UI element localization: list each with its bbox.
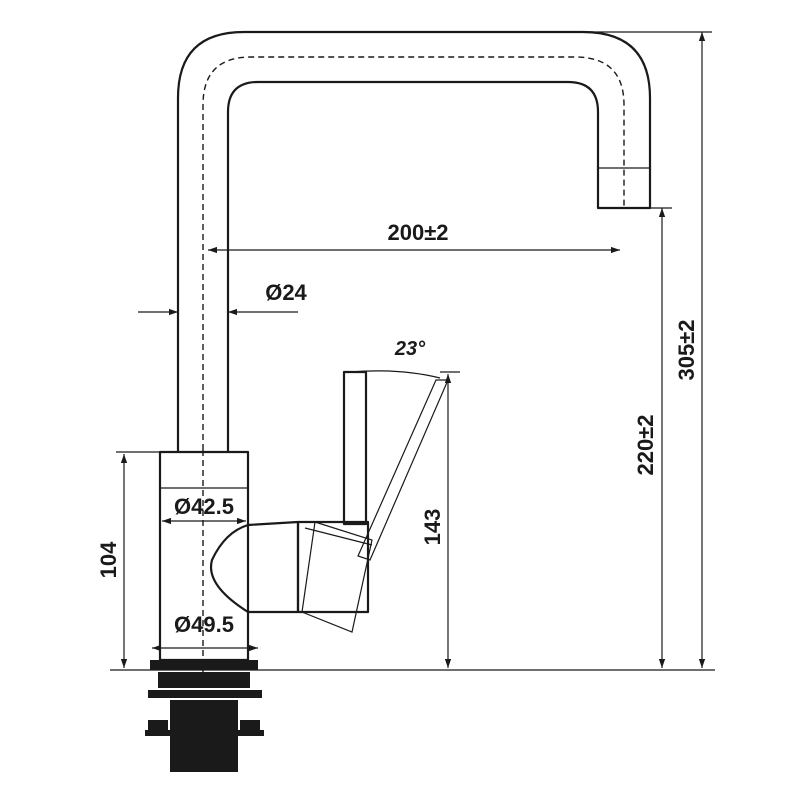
dim-spout-diameter: Ø24 [138, 280, 308, 316]
mounting-shank [145, 660, 264, 772]
dim-spout-height: 220±2 [633, 207, 672, 668]
label-lever-angle: 23° [394, 338, 426, 360]
dim-body-base-diameter: Ø49.5 [152, 612, 258, 652]
label-body-upper-diameter: Ø42.5 [174, 494, 234, 519]
dim-body-height: 104 [96, 451, 160, 668]
dim-spout-reach: 200±2 [208, 220, 620, 254]
label-spout-reach: 200±2 [387, 220, 448, 245]
dim-lever-height: 143 [420, 371, 460, 668]
dim-total-height: 305±2 [592, 31, 712, 668]
label-total-height: 305±2 [674, 319, 699, 380]
lever-handle [209, 370, 449, 633]
label-body-height: 104 [96, 541, 121, 578]
label-body-base-diameter: Ø49.5 [174, 612, 234, 637]
label-spout-diameter: Ø24 [265, 280, 307, 305]
dim-body-upper-diameter: Ø42.5 [162, 494, 246, 525]
spout [176, 30, 652, 452]
label-spout-height: 220±2 [633, 414, 658, 475]
label-lever-height: 143 [420, 509, 445, 546]
